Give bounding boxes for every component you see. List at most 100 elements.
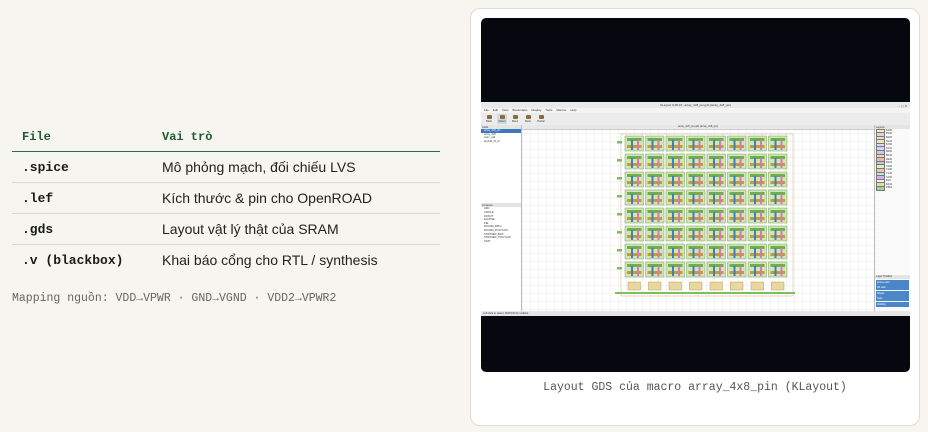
file-name: .v (blackbox) (22, 252, 124, 268)
bitcell-poly (688, 235, 703, 238)
bitcell-diffusion (647, 210, 662, 213)
bitcell-metal (651, 230, 654, 240)
library-item[interactable]: STROKED_POLYGON (484, 236, 511, 240)
bitcell-poly (770, 145, 785, 148)
menu-macros[interactable]: Macros (556, 108, 567, 112)
bitcell-metal (780, 212, 783, 222)
layer-item[interactable]: 235/4 (875, 186, 910, 191)
layer-toolbox-item[interactable]: Fill color (876, 285, 909, 291)
bitcell-metal (698, 158, 701, 168)
menu-tools[interactable]: Tools (545, 108, 553, 112)
bitcell-poly (750, 181, 765, 184)
bitcell-poly (647, 163, 662, 166)
bitcell-metal (713, 248, 715, 258)
bitcell-poly (647, 217, 662, 220)
menu-edit[interactable]: Edit (492, 108, 499, 112)
library-item[interactable]: ELLIPSE (484, 218, 495, 222)
select-icon (499, 115, 505, 119)
bitcell-poly (688, 163, 703, 166)
menu-file[interactable]: File (484, 108, 489, 112)
bitcell-diffusion (709, 174, 724, 177)
bitcell-metal (672, 266, 674, 276)
bitcell-poly (627, 253, 642, 256)
bitcell-metal (733, 266, 736, 276)
bitcell-metal (651, 248, 654, 258)
bitcell-metal (739, 194, 742, 204)
bitcell-metal (637, 212, 639, 222)
bitcell-diffusion (627, 138, 642, 141)
layout-canvas[interactable]: array_4x8_pin.gds [array_4x8_pin] (522, 125, 874, 311)
tool-partial-button[interactable]: Partial (536, 114, 546, 124)
tool-move-button[interactable]: Move (510, 114, 520, 124)
layer-name: 68/20 (886, 150, 892, 154)
canvas-tab[interactable]: array_4x8_pin.gds [array_4x8_pin] (522, 125, 874, 130)
menu-help[interactable]: Help (570, 108, 577, 112)
bitcell-poly (729, 199, 744, 202)
bitcell-poly (668, 163, 683, 166)
bitcell-metal (719, 140, 721, 150)
library-item[interactable]: ROUND_POLYGON (484, 228, 508, 232)
bitcell-poly (688, 145, 703, 148)
cell-tree-item[interactable]: sky130_fd_sc (484, 139, 500, 143)
bitcell-metal (733, 194, 736, 204)
wordline-pin (617, 159, 622, 162)
column-periphery (730, 281, 744, 291)
tool-back-button[interactable]: Back (484, 114, 494, 124)
bitcell-poly (709, 145, 724, 148)
layer-name: 71/44 (886, 171, 892, 175)
bitcell-metal (713, 230, 715, 240)
tool-select-button[interactable]: Select (497, 114, 507, 124)
figure-caption: Layout GDS của macro array_4x8_pin (KLay… (543, 381, 847, 394)
library-item[interactable]: ARC (484, 207, 490, 211)
bitcell-poly (750, 217, 765, 220)
library-item[interactable]: DONUT (484, 214, 494, 218)
menu-display[interactable]: Display (531, 108, 542, 112)
bitcell-poly (729, 235, 744, 238)
bitcell-poly (770, 163, 785, 166)
menu-bookmarks[interactable]: Bookmarks (512, 108, 528, 112)
bitcell-metal (698, 140, 701, 150)
bitcell-diffusion (688, 264, 703, 267)
bitcell-metal (733, 176, 736, 186)
layer-toolbox-item[interactable]: Visibility (876, 301, 909, 307)
power-mapping-note: Mapping nguồn: VDD→VPWR · GND→VGND · VDD… (12, 292, 337, 305)
file-role-table: File Vai trò .spice Mô phỏng mạch, đối c… (12, 126, 440, 275)
cell-tree-item[interactable]: array_4x8_pin (481, 129, 521, 133)
cell-tree-item[interactable]: sram_cell (484, 136, 496, 140)
bitcell-metal (692, 230, 695, 240)
bitcell-poly (770, 271, 785, 274)
bitcell-diffusion (668, 156, 683, 159)
tool-label: Back (486, 120, 492, 123)
layer-swatch-icon (876, 186, 885, 191)
bitcell-metal (713, 176, 715, 186)
layer-toolbox-item[interactable]: Stipple (876, 290, 909, 296)
library-item[interactable]: TEXT (484, 239, 491, 243)
bitcell-metal (672, 230, 674, 240)
library-item[interactable]: ROUND_PATH (484, 225, 502, 229)
layer-toolbox-item[interactable]: Frame color (876, 279, 909, 285)
bitcell-metal (733, 230, 736, 240)
bitcell-metal (698, 176, 701, 186)
cells-header: Cells (481, 125, 521, 129)
bitcell-diffusion (770, 264, 785, 267)
bitcell-diffusion (729, 264, 744, 267)
bitcell-metal (754, 230, 756, 240)
layer-toolbox-item[interactable]: Style (876, 296, 909, 302)
cell-tree-item[interactable]: array_4x8 (484, 132, 496, 136)
bitcell-metal (631, 140, 633, 150)
bitcell-metal (672, 194, 674, 204)
tool-ruler-button[interactable]: Ruler (523, 114, 533, 124)
bitcell-poly (729, 145, 744, 148)
bitcell-diffusion (627, 192, 642, 195)
library-item[interactable]: PIE (484, 221, 489, 225)
library-item[interactable]: CIRCLE (484, 210, 494, 214)
bitcell-metal (713, 158, 715, 168)
layer-name: 65/20 (886, 132, 892, 136)
library-item[interactable]: STROKED_BOX (484, 232, 504, 236)
bitcell-diffusion (647, 228, 662, 231)
bitcell-poly (750, 199, 765, 202)
menu-view[interactable]: View (502, 108, 509, 112)
layer-name: 81/4 (886, 179, 891, 183)
bitcell-metal (760, 230, 762, 240)
